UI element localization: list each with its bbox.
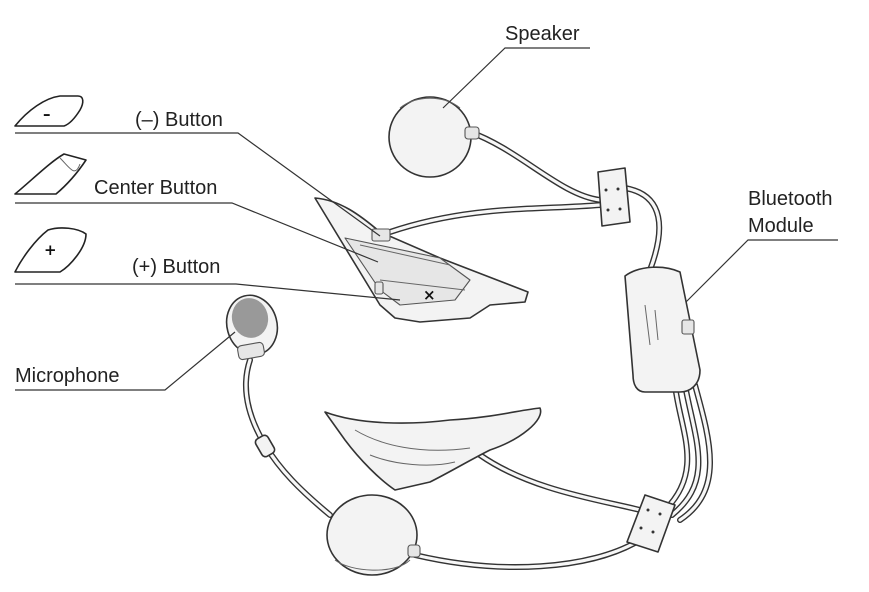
button-remote: × [314,197,529,323]
labels: Speaker (–) Button Center Button (+) But… [15,23,833,387]
plus-button-icon: + [14,227,87,273]
label-bluetooth-module-line1: Bluetooth [748,188,833,210]
cable-connector-upper [597,167,631,227]
cables [242,129,713,570]
svg-text:×: × [423,286,436,304]
minus-button-icon: – [14,95,84,127]
bluetooth-module [624,266,701,393]
label-bluetooth-module-line2: Module [748,215,814,237]
cable-connector-lower [626,494,676,553]
speaker-bottom [326,494,421,576]
label-microphone: Microphone [15,365,120,387]
speaker-top [388,96,480,178]
leader-lines [15,47,838,391]
label-minus-button: (–) Button [135,109,223,131]
base-mount [324,407,542,491]
minus-glyph: – [43,105,51,123]
label-plus-button: (+) Button [132,256,220,278]
plus-glyph: + [44,241,57,259]
label-center-button: Center Button [94,177,217,199]
microphone-part [225,294,279,458]
center-button-icon [14,153,87,195]
label-speaker: Speaker [505,23,580,45]
